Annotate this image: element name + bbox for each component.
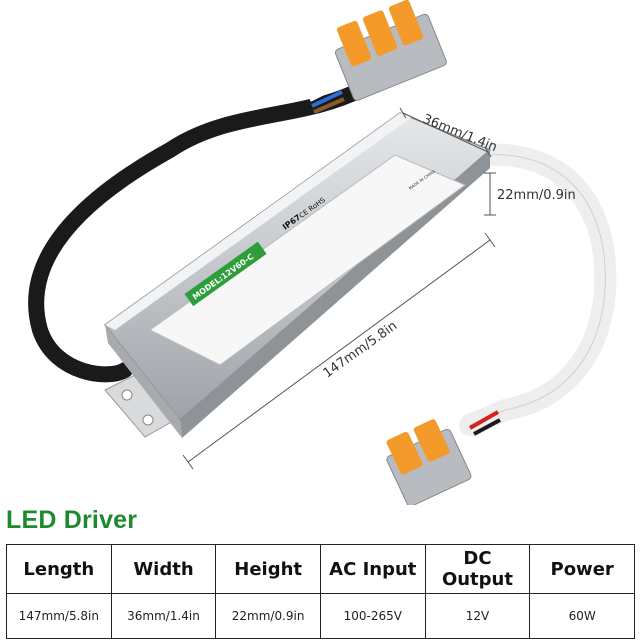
length-dimension-label: 147mm/5.8in (321, 318, 401, 381)
width-dimension (399, 107, 492, 158)
value-length: 147mm/5.8in (6, 593, 112, 639)
product-photo: MODEL:12V60-C IP67 CE RoHS MADE IN CHINA… (28, 0, 617, 505)
header-width: Width (110, 544, 217, 594)
bottom-wago-connector (386, 419, 472, 505)
header-ac-input: AC Input (319, 544, 426, 594)
height-dimension (484, 172, 496, 216)
header-power: Power (529, 544, 635, 594)
page-title: LED Driver (6, 506, 138, 534)
length-dimension (182, 232, 496, 470)
top-wago-connector (334, 0, 447, 101)
value-power: 60W (529, 593, 635, 639)
spec-table: Length Width Height AC Input DC Output P… (6, 544, 635, 639)
value-height: 22mm/0.9in (215, 593, 321, 639)
value-width: 36mm/1.4in (110, 593, 217, 639)
value-ac-input: 100-265V (319, 593, 426, 639)
spec-header-row: Length Width Height AC Input DC Output P… (6, 544, 635, 594)
header-dc-output: DC Output (424, 544, 531, 594)
header-height: Height (215, 544, 321, 594)
header-length: Length (6, 544, 112, 594)
spec-value-row: 147mm/5.8in 36mm/1.4in 22mm/0.9in 100-26… (6, 593, 635, 639)
input-wire-leads (309, 83, 345, 114)
driver-label: MODEL:12V60-C IP67 CE RoHS MADE IN CHINA (149, 154, 467, 366)
height-dimension-label: 22mm/0.9in (497, 188, 576, 203)
value-dc-output: 12V (424, 593, 531, 639)
bottom-wire-leads (469, 410, 501, 436)
input-cable (28, 82, 368, 383)
